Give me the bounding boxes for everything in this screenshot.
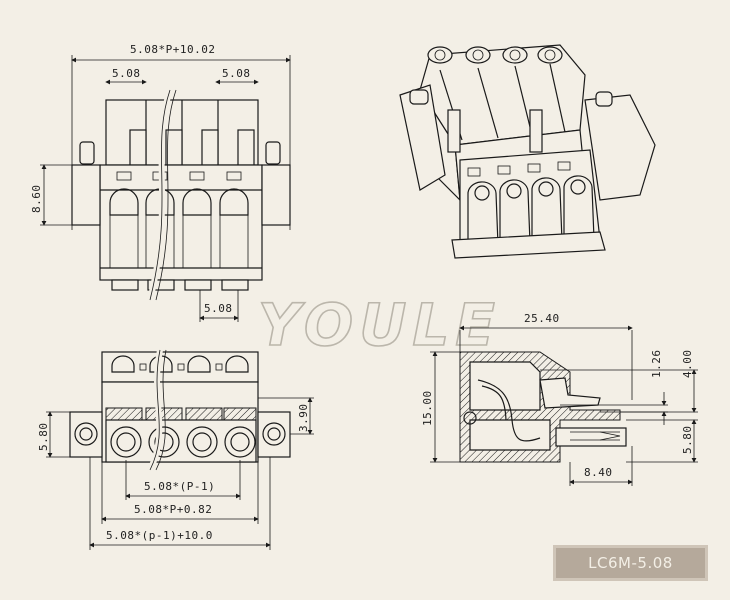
- dim-front-left-height: 5.80: [37, 423, 50, 452]
- dim-top-total: 5.08*P+10.02: [130, 43, 215, 56]
- front-elevation-view: 5.08*P+10.02 5.08 5.08: [30, 43, 291, 322]
- dim-side-lower-right: 5.80: [681, 426, 694, 455]
- side-section-view: 25.40 15.00 1.26 4.00 5.80 8.: [421, 312, 698, 486]
- dim-pitch-right: 5.08: [222, 67, 251, 80]
- dim-front-right-height: 3.90: [297, 404, 310, 433]
- dim-side-top-small: 1.26: [650, 350, 663, 379]
- bottom-elevation-view: 5.80 3.90 5.08*(P-1) 5.08*P+0.82 5.08*(p…: [37, 349, 314, 550]
- dim-height: 8.60: [30, 185, 43, 214]
- dim-side-height: 15.00: [421, 390, 434, 426]
- dim-front-mid: 5.08*P+0.82: [134, 503, 212, 516]
- isometric-view: [399, 44, 656, 259]
- dim-side-bottom: 8.40: [584, 466, 613, 479]
- dim-side-top-right: 4.00: [681, 350, 694, 379]
- dim-pitch-left: 5.08: [112, 67, 141, 80]
- dim-side-width: 25.40: [524, 312, 560, 325]
- watermark-text: YOULE: [258, 291, 501, 359]
- dim-front-total: 5.08*(p-1)+10.0: [106, 529, 213, 542]
- model-label: LC6M-5.08: [553, 545, 708, 581]
- dim-pitch-bottom: 5.08: [204, 302, 233, 315]
- dim-front-inner: 5.08*(P-1): [144, 480, 215, 493]
